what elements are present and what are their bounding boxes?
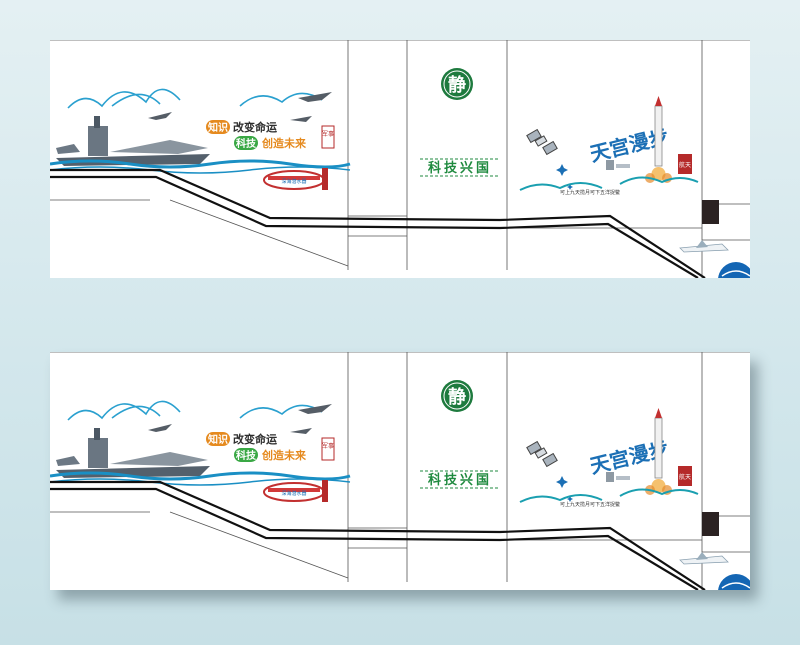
mural-panel-bottom: 深海潜水器 知识 改变命运 科技 创造未来 军事 静 科技兴国 (50, 352, 750, 590)
aircraft-carrier-icon (56, 428, 210, 478)
space-caption-right: 可下五洋捉鳖 (590, 189, 620, 196)
space-station-icon (526, 128, 558, 156)
center-banner: 科技兴国 (420, 158, 500, 177)
slogan2-text: 创造未来 (261, 136, 307, 150)
handrail (50, 168, 706, 278)
globe-icon (718, 262, 750, 278)
space-clouds (519, 488, 699, 503)
space-caption-left: 可上九天揽月 (560, 501, 590, 508)
wall-outline (50, 352, 750, 590)
center-banner-text: 科技兴国 (428, 160, 492, 176)
sea-waves (50, 471, 351, 486)
space-tag: 航天 (678, 466, 692, 486)
space-clouds (519, 176, 699, 191)
mural-drawing: 深海潜水器 知识 改变命运 科技 创造未来 军事 静 科技兴国 (50, 352, 750, 590)
slogan2-badge: 科技 (236, 449, 257, 462)
seal-icon: 静 (441, 380, 473, 412)
center-banner-text: 科技兴国 (428, 472, 492, 488)
slogan1-text: 改变命运 (233, 432, 277, 446)
military-tag-text: 军事 (322, 442, 334, 450)
slogan-line-2: 科技 创造未来 (234, 448, 307, 462)
mural-drawing: 深海潜水器 知识 改变命运 科技 创造未来 军事 静 科技兴国 (50, 40, 750, 278)
satellite-icon (606, 160, 630, 170)
space-station-icon (526, 440, 558, 468)
airliner-icon (679, 240, 729, 253)
rocket-icon (645, 96, 672, 183)
fighter-jet-icon (148, 404, 332, 434)
submarine-label: 深海潜水器 (281, 178, 306, 185)
slogan1-text: 改变命运 (233, 120, 277, 134)
space-sparkles (556, 164, 573, 190)
seal-char: 静 (448, 386, 466, 408)
submarine-icon: 深海潜水器 (263, 480, 328, 502)
cloud-outlines (67, 88, 323, 109)
slogan-line-1: 知识 改变命运 (206, 120, 277, 134)
globe-icon (718, 574, 750, 590)
airliner-icon (679, 552, 729, 565)
slogan2-badge: 科技 (236, 137, 257, 150)
center-banner: 科技兴国 (420, 470, 500, 489)
wall-block (702, 512, 719, 536)
slogan2-text: 创造未来 (261, 448, 307, 462)
aircraft-carrier-icon (56, 116, 210, 166)
space-caption-left: 可上九天揽月 (560, 189, 590, 196)
cloud-outlines (67, 400, 323, 421)
slogan-line-2: 科技 创造未来 (234, 136, 307, 150)
space-caption-right: 可下五洋捉鳖 (590, 501, 620, 508)
space-sparkles (556, 476, 573, 502)
wall-block (702, 200, 719, 224)
space-tag: 航天 (678, 154, 692, 174)
space-tag-text: 航天 (679, 473, 691, 481)
fighter-jet-icon (148, 92, 332, 122)
slogan1-badge: 知识 (207, 121, 228, 134)
mural-panel-top: 深海潜水器 知识 改变命运 科技 创造未来 军事 静 科技兴国 (50, 40, 750, 278)
sea-waves (50, 159, 351, 174)
submarine-label: 深海潜水器 (281, 490, 306, 497)
military-tag: 军事 (321, 437, 335, 461)
seal-icon: 静 (441, 68, 473, 100)
space-tag-text: 航天 (679, 161, 691, 169)
wall-outline (50, 40, 750, 278)
military-tag-text: 军事 (322, 130, 334, 138)
satellite-icon (606, 472, 630, 482)
handrail (50, 480, 706, 590)
submarine-icon: 深海潜水器 (263, 168, 328, 190)
seal-char: 静 (448, 74, 466, 96)
slogan-line-1: 知识 改变命运 (206, 432, 277, 446)
military-tag: 军事 (321, 125, 335, 149)
slogan1-badge: 知识 (207, 433, 228, 446)
